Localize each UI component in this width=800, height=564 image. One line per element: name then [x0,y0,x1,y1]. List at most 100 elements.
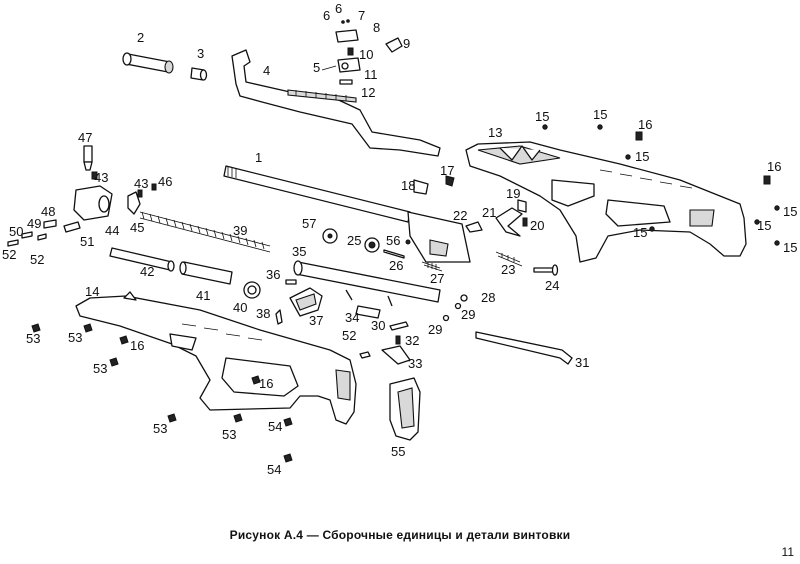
label-20: 20 [530,218,544,233]
label-15: 15 [593,107,607,122]
label-15: 15 [783,204,797,219]
label-16: 16 [638,117,652,132]
label-55: 55 [391,444,405,459]
label-24: 24 [545,278,559,293]
label-19: 19 [506,186,520,201]
label-53: 53 [222,427,236,442]
label-41: 41 [196,288,210,303]
label-1: 1 [255,150,262,165]
label-39: 39 [233,223,247,238]
part-13-drawing [465,141,747,263]
label-52: 52 [30,252,44,267]
small-parts-drawing [359,175,528,365]
label-54: 54 [268,419,282,434]
label-9: 9 [403,36,410,51]
part-4-drawing [231,49,441,157]
part-31-drawing [475,331,573,365]
label-47: 47 [78,130,92,145]
label-5: 5 [313,60,320,75]
label-27: 27 [430,271,444,286]
label-35: 35 [292,244,306,259]
part-2-drawing [122,52,174,74]
label-21: 21 [482,205,496,220]
label-43: 43 [134,176,148,191]
label-16: 16 [259,376,273,391]
label-4: 4 [263,63,270,78]
label-53: 53 [26,331,40,346]
rear-sight-parts-drawing [321,19,403,85]
label-15: 15 [783,240,797,255]
part-35-drawing [293,211,471,307]
part-55-drawing [389,377,421,441]
label-8: 8 [373,20,380,35]
label-50: 50 [9,224,23,239]
label-33: 33 [408,356,422,371]
label-52: 52 [2,247,16,262]
label-12: 12 [361,85,375,100]
label-52: 52 [342,328,356,343]
label-29: 29 [428,322,442,337]
trigger-group-drawing [275,279,381,325]
label-45: 45 [130,220,144,235]
part-3-drawing [190,67,208,81]
label-14: 14 [85,284,99,299]
label-37: 37 [309,313,323,328]
label-31: 31 [575,355,589,370]
label-36: 36 [266,267,280,282]
page-number: 11 [781,545,794,559]
label-15: 15 [757,218,771,233]
part-14-drawing [75,291,357,425]
label-26: 26 [389,258,403,273]
label-46: 46 [158,174,172,189]
label-53: 53 [93,361,107,376]
label-7: 7 [358,8,365,23]
label-42: 42 [140,264,154,279]
label-44: 44 [105,223,119,238]
label-15: 15 [535,109,549,124]
piston-parts-drawing [109,247,261,299]
part-1-drawing [223,165,411,223]
label-11: 11 [364,67,378,82]
figure-caption: Рисунок А.4 — Сборочные единицы и детали… [229,528,571,542]
label-54: 54 [267,462,281,477]
part-24-drawing [533,264,559,276]
label-53: 53 [153,421,167,436]
label-53: 53 [68,330,82,345]
label-6: 6 [335,1,342,16]
label-18: 18 [401,178,415,193]
label-43: 43 [94,170,108,185]
part-number-labels: 1 2 3 4 5 6 6 7 8 9 10 11 12 13 14 15 15… [2,1,797,477]
wheels-drawing [322,228,380,253]
exploded-parts-diagram: 1 2 3 4 5 6 6 7 8 9 10 11 12 13 14 15 15… [2,1,797,477]
stock-screws-drawing [542,124,780,246]
label-13: 13 [488,125,502,140]
label-38: 38 [256,306,270,321]
label-49: 49 [27,216,41,231]
label-25: 25 [347,233,361,248]
springs-drawing [139,211,523,272]
label-40: 40 [233,300,247,315]
label-10: 10 [359,47,373,62]
label-16: 16 [767,159,781,174]
label-29: 29 [461,307,475,322]
label-15: 15 [635,149,649,164]
part-drawings [7,19,780,463]
label-51: 51 [80,234,94,249]
label-3: 3 [197,46,204,61]
label-56: 56 [386,233,400,248]
label-22: 22 [453,208,467,223]
label-32: 32 [405,333,419,348]
label-15: 15 [633,225,647,240]
label-30: 30 [371,318,385,333]
label-57: 57 [302,216,316,231]
label-48: 48 [41,204,55,219]
lower-screws-drawing [31,323,293,463]
label-16: 16 [130,338,144,353]
label-34: 34 [345,310,359,325]
label-6: 6 [323,8,330,23]
front-sight-parts-drawing [7,145,157,247]
label-23: 23 [501,262,515,277]
label-2: 2 [137,30,144,45]
label-17: 17 [440,163,454,178]
label-28: 28 [481,290,495,305]
